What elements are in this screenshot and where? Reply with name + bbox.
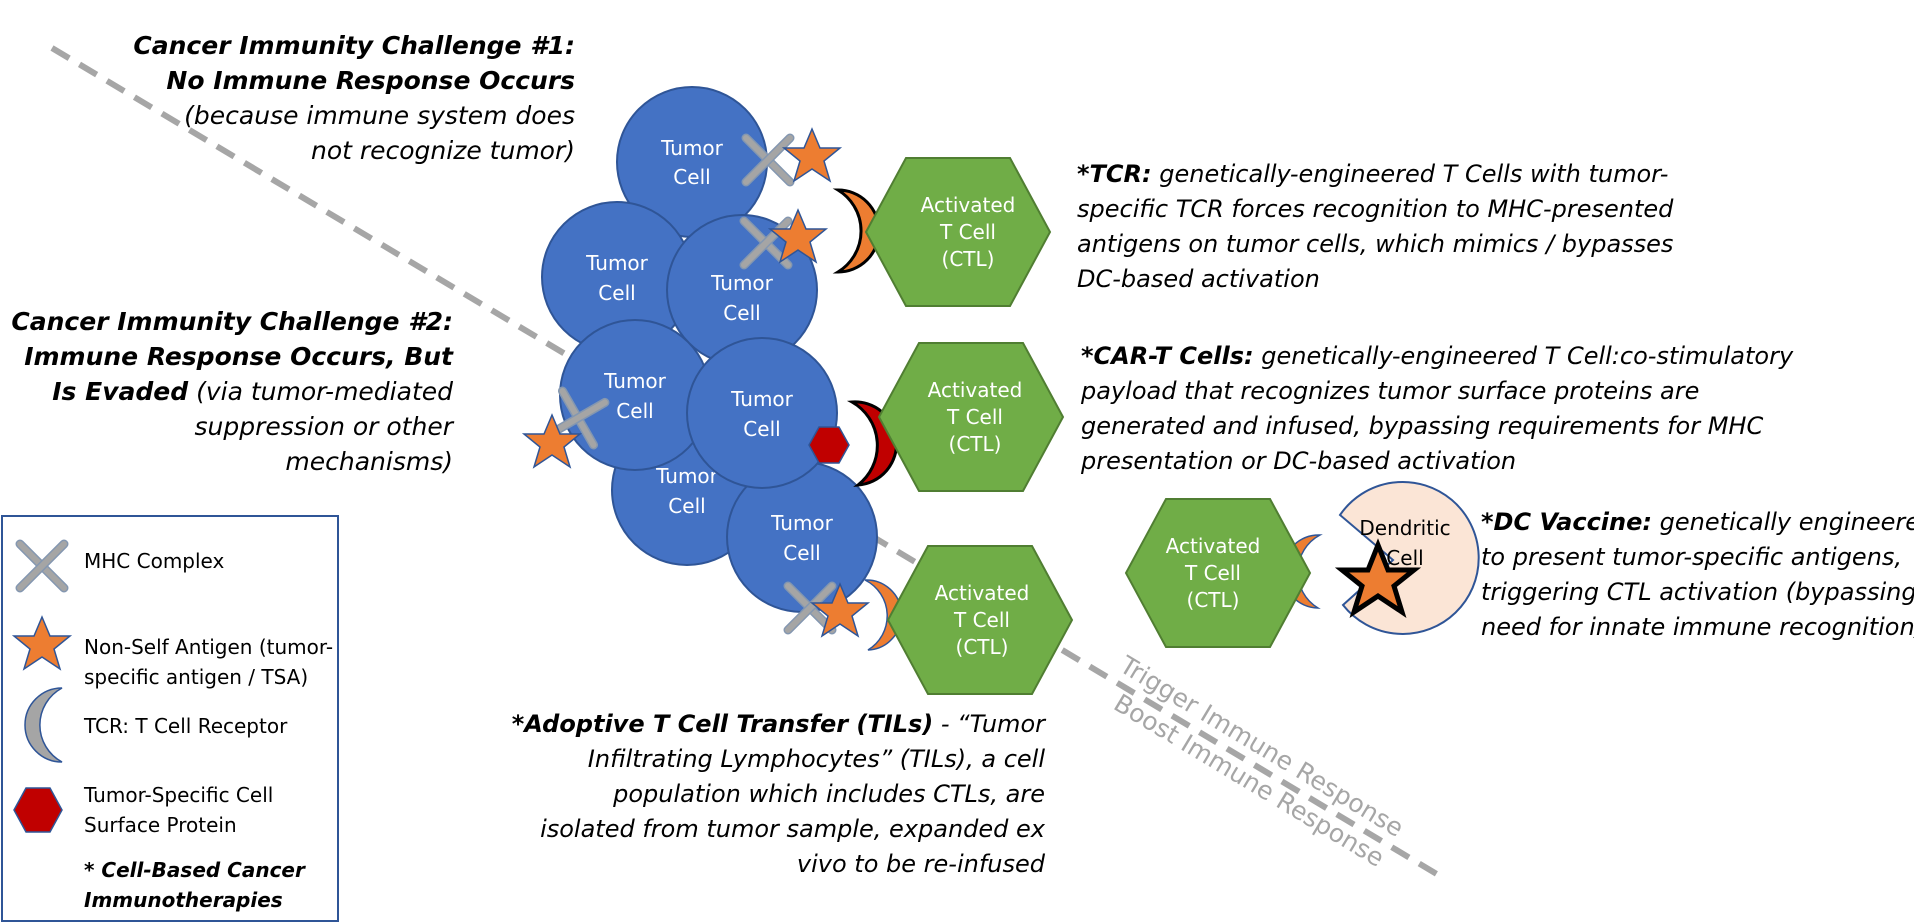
t-cell-cart-line1: Activated <box>928 378 1023 402</box>
dc-description-line2: to present tumor-specific antigens, <box>1481 543 1902 571</box>
til-description-line3: population which includes CTLs, are <box>612 780 1045 808</box>
legend: MHC Complex Non-Self Antigen (tumor- spe… <box>1 515 339 922</box>
dc-description-bold: *DC Vaccine: <box>1481 508 1652 536</box>
legend-mhc-label: MHC Complex <box>84 549 225 573</box>
tumor-cell-7-line2: Cell <box>743 417 780 441</box>
tcr-description-line1: *TCR: genetically-engineered T Cells wit… <box>1077 160 1668 188</box>
t-cell-dc-line3: (CTL) <box>1187 588 1240 612</box>
cart-description-line1-rest: genetically-engineered T Cell:co-stimula… <box>1254 342 1794 370</box>
tumor-cell-4-line1: Tumor <box>655 464 719 488</box>
legend-surface-protein-icon <box>13 787 63 833</box>
tcr-crescent-icon <box>864 579 903 651</box>
t-cell-til-line1: Activated <box>935 581 1030 605</box>
trigger-immune-response-label: Trigger Immune Response <box>1114 650 1409 843</box>
t-cell-cart-line3: (CTL) <box>949 432 1002 456</box>
tumor-cell-5-line1: Tumor <box>770 511 834 535</box>
legend-note-2: Immunotherapies <box>84 888 283 912</box>
tumor-cell-7: Tumor Cell <box>686 337 838 489</box>
tcr-description: *TCR: genetically-engineered T Cells wit… <box>1077 160 1674 293</box>
activated-t-cell-til: Activated T Cell (CTL) <box>887 545 1073 695</box>
til-description-line1-rest: - “Tumor <box>933 710 1047 738</box>
t-cell-tcr-line2: T Cell <box>939 220 996 244</box>
challenge-2-title-2: Immune Response Occurs, But <box>24 342 454 371</box>
t-cell-til-line3: (CTL) <box>956 635 1009 659</box>
tumor-cell-7-line1: Tumor <box>730 387 794 411</box>
tumor-surface-protein-icon <box>808 426 850 464</box>
challenge-1-title-2: No Immune Response Occurs <box>166 66 575 95</box>
t-cell-cart-line2: T Cell <box>946 405 1003 429</box>
tumor-cell-1: Tumor Cell <box>616 86 768 238</box>
dc-vaccine-description: *DC Vaccine: genetically engineered to p… <box>1481 508 1914 641</box>
challenge-1-sub-2: not recognize tumor) <box>311 136 575 165</box>
legend-antigen-label-2: specific antigen / TSA) <box>84 665 308 689</box>
challenge-2-line-3: Is Evaded (via tumor-mediated <box>52 377 453 406</box>
legend-antigen-label-1: Non-Self Antigen (tumor- <box>84 635 333 659</box>
challenge-2-sub: (via tumor-mediated <box>188 377 453 406</box>
t-cell-tcr-line1: Activated <box>921 193 1016 217</box>
tcr-description-line2: specific TCR forces recognition to MHC-p… <box>1077 195 1674 223</box>
challenge-2-label: Cancer Immunity Challenge #2: Immune Res… <box>11 307 454 476</box>
dendritic-cell-line1: Dendritic <box>1359 516 1450 540</box>
tcr-description-line3: antigens on tumor cells, which mimics / … <box>1077 230 1673 258</box>
dc-description-line4: need for innate immune recognition) <box>1481 613 1914 641</box>
tumor-cell-4-line2: Cell <box>668 494 705 518</box>
challenge-2-title: Cancer Immunity Challenge #2: <box>11 307 453 336</box>
tumor-cell-6-line1: Tumor <box>603 369 667 393</box>
legend-tcr-label: TCR: T Cell Receptor <box>83 714 288 738</box>
tumor-cell-3-line2: Cell <box>723 301 760 325</box>
dc-antigen-star-icon <box>1334 538 1422 618</box>
challenge-1-title: Cancer Immunity Challenge #1: <box>133 31 575 60</box>
activated-t-cell-tcr: Activated T Cell (CTL) <box>865 157 1051 307</box>
tumor-cell-3-line1: Tumor <box>710 271 774 295</box>
til-description-line4: isolated from tumor sample, expanded ex <box>540 815 1046 843</box>
t-cell-dc-line2: T Cell <box>1184 561 1241 585</box>
legend-note-1: * Cell-Based Cancer <box>84 858 306 882</box>
tcr-description-line4: DC-based activation <box>1077 265 1320 293</box>
cart-description: *CAR-T Cells: genetically-engineered T C… <box>1080 342 1794 475</box>
tumor-cell-6: Tumor Cell <box>559 319 711 471</box>
tumor-cell-5-line2: Cell <box>783 541 820 565</box>
tcr-description-bold: *TCR: <box>1077 160 1152 188</box>
t-cell-tcr-line3: (CTL) <box>942 247 995 271</box>
tumor-cell-1-line1: Tumor <box>660 136 724 160</box>
t-cell-dc-line1: Activated <box>1166 534 1261 558</box>
legend-protein-label-1: Tumor-Specific Cell <box>83 783 273 807</box>
cart-description-line3: generated and infused, bypassing require… <box>1081 412 1763 440</box>
dc-description-line1-rest: genetically engineered <box>1652 508 1914 536</box>
til-description: *Adoptive T Cell Transfer (TILs) - “Tumo… <box>512 710 1047 878</box>
cart-description-line2: payload that recognizes tumor surface pr… <box>1080 377 1699 405</box>
challenge-1-sub: (because immune system does <box>184 101 575 130</box>
tumor-cell-5: Tumor Cell <box>726 461 878 613</box>
cart-description-line1: *CAR-T Cells: genetically-engineered T C… <box>1081 342 1794 370</box>
trigger-boost-divider-upper <box>50 45 594 373</box>
tcr-description-line1-rest: genetically-engineered T Cells with tumo… <box>1152 160 1669 188</box>
dendritic-cell-line2: Cell <box>1386 546 1423 570</box>
challenge-2-sub-2: suppression or other <box>195 412 455 441</box>
dc-description-line3: triggering CTL activation (bypassing <box>1481 578 1914 606</box>
challenge-2-sub-3: mechanisms) <box>285 447 453 476</box>
til-description-bold: *Adoptive T Cell Transfer (TILs) <box>512 710 934 738</box>
challenge-2-title-3: Is Evaded <box>52 377 189 406</box>
dendritic-cell: Dendritic Cell <box>1334 480 1480 635</box>
activated-t-cell-cart: Activated T Cell (CTL) <box>878 342 1064 492</box>
til-description-line2: Infiltrating Lymphocytes” (TILs), a cell <box>588 745 1046 773</box>
tumor-cell-1-line2: Cell <box>673 165 710 189</box>
til-description-line5: vivo to be re-infused <box>797 850 1046 878</box>
cart-description-line4: presentation or DC-based activation <box>1080 447 1516 475</box>
tumor-cell-6-line2: Cell <box>616 399 653 423</box>
legend-protein-label-2: Surface Protein <box>84 813 237 837</box>
activated-t-cell-dc: Activated T Cell (CTL) <box>1125 498 1311 648</box>
tcr-crescent-icon <box>832 188 881 274</box>
cart-description-bold: *CAR-T Cells: <box>1081 342 1254 370</box>
dc-description-line1: *DC Vaccine: genetically engineered <box>1481 508 1914 536</box>
challenge-1-label: Cancer Immunity Challenge #1: No Immune … <box>133 31 575 165</box>
tumor-cell-2-line2: Cell <box>598 281 635 305</box>
til-description-line1: *Adoptive T Cell Transfer (TILs) - “Tumo… <box>512 710 1047 738</box>
legend-tcr-crescent-icon <box>24 687 63 763</box>
tumor-cluster: Tumor Cell Tumor Cell Tumor Cell Tumor C… <box>541 86 878 613</box>
t-cell-til-line2: T Cell <box>953 608 1010 632</box>
tumor-cell-2-line1: Tumor <box>585 251 649 275</box>
